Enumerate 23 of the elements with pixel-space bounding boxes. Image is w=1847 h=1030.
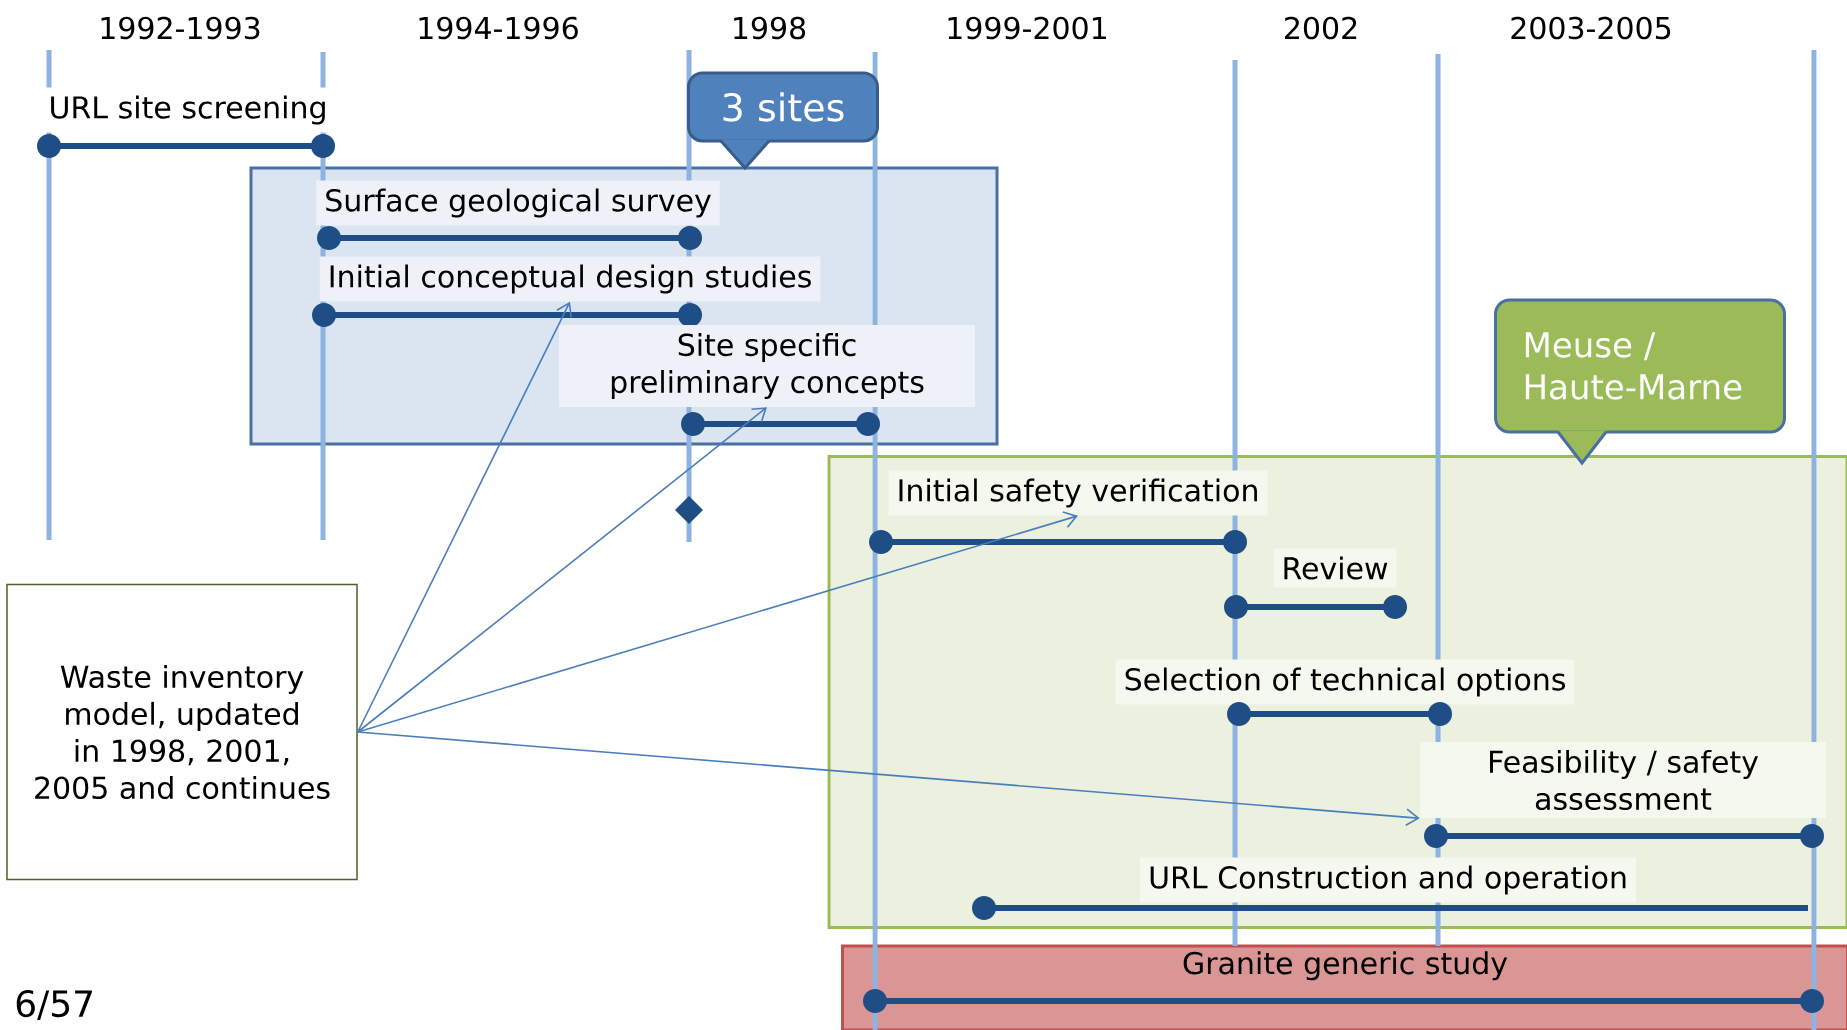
note-box: Waste inventory model, updated in 1998, 2001, 2005 and continues <box>6 583 358 881</box>
year-label: 2003-2005 <box>1511 16 1671 40</box>
year-label: 2002 <box>1285 16 1357 40</box>
task-label: Initial conceptual design studies <box>319 256 821 302</box>
study-band: Granite generic study <box>841 944 1847 1030</box>
task-label: Selection of technical options <box>1115 659 1575 705</box>
page-number: 6/57 <box>16 990 92 1021</box>
callout-bubble: Meuse / Haute-Marne <box>1494 298 1786 466</box>
year-label: 1994-1996 <box>419 16 578 40</box>
task-label: Initial safety verification <box>888 470 1268 516</box>
arrow <box>356 731 1420 826</box>
arrow <box>356 301 573 733</box>
year-label: 1998 <box>734 16 806 40</box>
year-label: 1999-2001 <box>948 16 1106 40</box>
task-label: Feasibility / safety assessment <box>1420 741 1826 819</box>
task-label: Surface geological survey <box>316 180 720 226</box>
year-label: 1992-1993 <box>101 16 260 40</box>
task-label: URL site screening <box>40 87 336 133</box>
task-label: Review <box>1273 548 1397 588</box>
task-label: Site specific preliminary concepts <box>559 325 975 407</box>
callout-bubble: 3 sites <box>687 71 879 171</box>
arrow <box>356 407 767 733</box>
task-label: URL Construction and operation <box>1140 857 1636 903</box>
